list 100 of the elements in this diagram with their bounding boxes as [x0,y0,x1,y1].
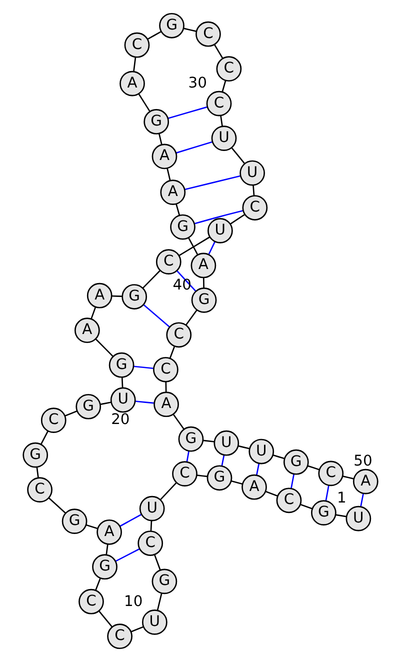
connector [167,106,207,120]
connector [183,28,196,32]
connector [134,400,154,404]
connector [156,593,162,610]
connector [94,578,100,590]
connector [230,480,242,485]
node-circle: C [276,488,302,514]
node-circle: A [119,70,144,96]
node-circle: C [106,624,132,650]
node-circle: U [142,610,167,635]
node-circle: U [210,126,236,151]
connector [342,476,354,480]
node-circle: G [143,109,169,134]
connector [220,454,224,466]
connector [90,306,96,320]
node-circle: A [151,144,177,170]
connector [202,278,204,288]
node-circle: C [40,408,66,433]
connector [324,485,329,501]
node-circle: C [206,90,232,116]
node-circle: G [121,284,147,310]
node-circle: G [158,12,184,38]
connector [188,238,198,255]
node-circle: A [190,252,216,278]
node-circle: G [61,508,87,534]
connector [150,520,152,531]
node-circle: U [239,160,264,186]
connector [172,414,184,430]
connector [40,430,48,444]
node-circle: A [96,519,122,545]
node-circle: G [310,500,336,526]
node-circle: G [108,352,134,378]
node-circle: A [153,392,178,418]
connector [142,270,160,288]
node-circle: U [213,430,239,456]
node-circle: G [282,449,308,475]
node-circle: C [195,21,220,47]
connector [120,377,123,388]
connector [194,210,242,224]
node-circle: C [26,477,52,502]
connector [98,610,112,628]
node-circle: U [138,496,164,522]
node-circle: G [206,465,232,491]
connector [300,504,312,510]
node-circle: A [160,180,186,205]
node-label: 10 [123,592,142,610]
connector [132,57,136,72]
connector [111,295,122,297]
connector [138,94,150,112]
connector [178,236,210,256]
connector [36,466,38,478]
connector [119,514,142,527]
connector [133,366,153,370]
connector [146,31,161,40]
node-label: 50 [353,452,372,470]
connector [176,270,196,292]
connector [100,402,111,405]
connector [230,214,244,225]
connector [220,115,222,126]
connector [213,44,223,59]
connector [265,490,278,497]
connector [154,554,160,570]
connector [175,141,212,154]
node-circle: C [318,460,344,486]
connector [142,304,170,328]
node-circle: G [22,442,48,468]
connector [160,482,176,500]
connector [130,626,144,632]
node-circle: A [86,282,112,308]
connector [48,497,66,514]
connector [105,544,108,555]
connector [184,175,240,190]
node-circle: G [170,214,195,240]
connector [202,440,214,442]
connector [158,133,162,145]
node-circle: G [151,568,177,594]
node-circle: U [248,438,274,464]
node-circle: G [92,554,117,580]
connector [238,445,250,450]
node-circle: G [190,288,216,313]
connector [185,310,197,326]
connector [252,185,254,196]
connector [256,463,260,476]
node-circle: C [166,322,192,348]
node-circle: G [178,426,204,452]
node-label: 1 [336,489,346,506]
node-circle: C [242,195,268,220]
connector [221,80,226,92]
node-circle: C [216,56,242,82]
connector [290,474,294,488]
node-circle: A [74,318,100,344]
connector [168,346,175,358]
connector [166,168,170,181]
connector [272,454,284,460]
connector [64,410,77,416]
node-label: 20 [110,410,130,428]
connector [230,148,245,164]
node-circle: G [75,394,101,420]
connector [164,382,166,392]
node-circle: A [241,474,266,500]
